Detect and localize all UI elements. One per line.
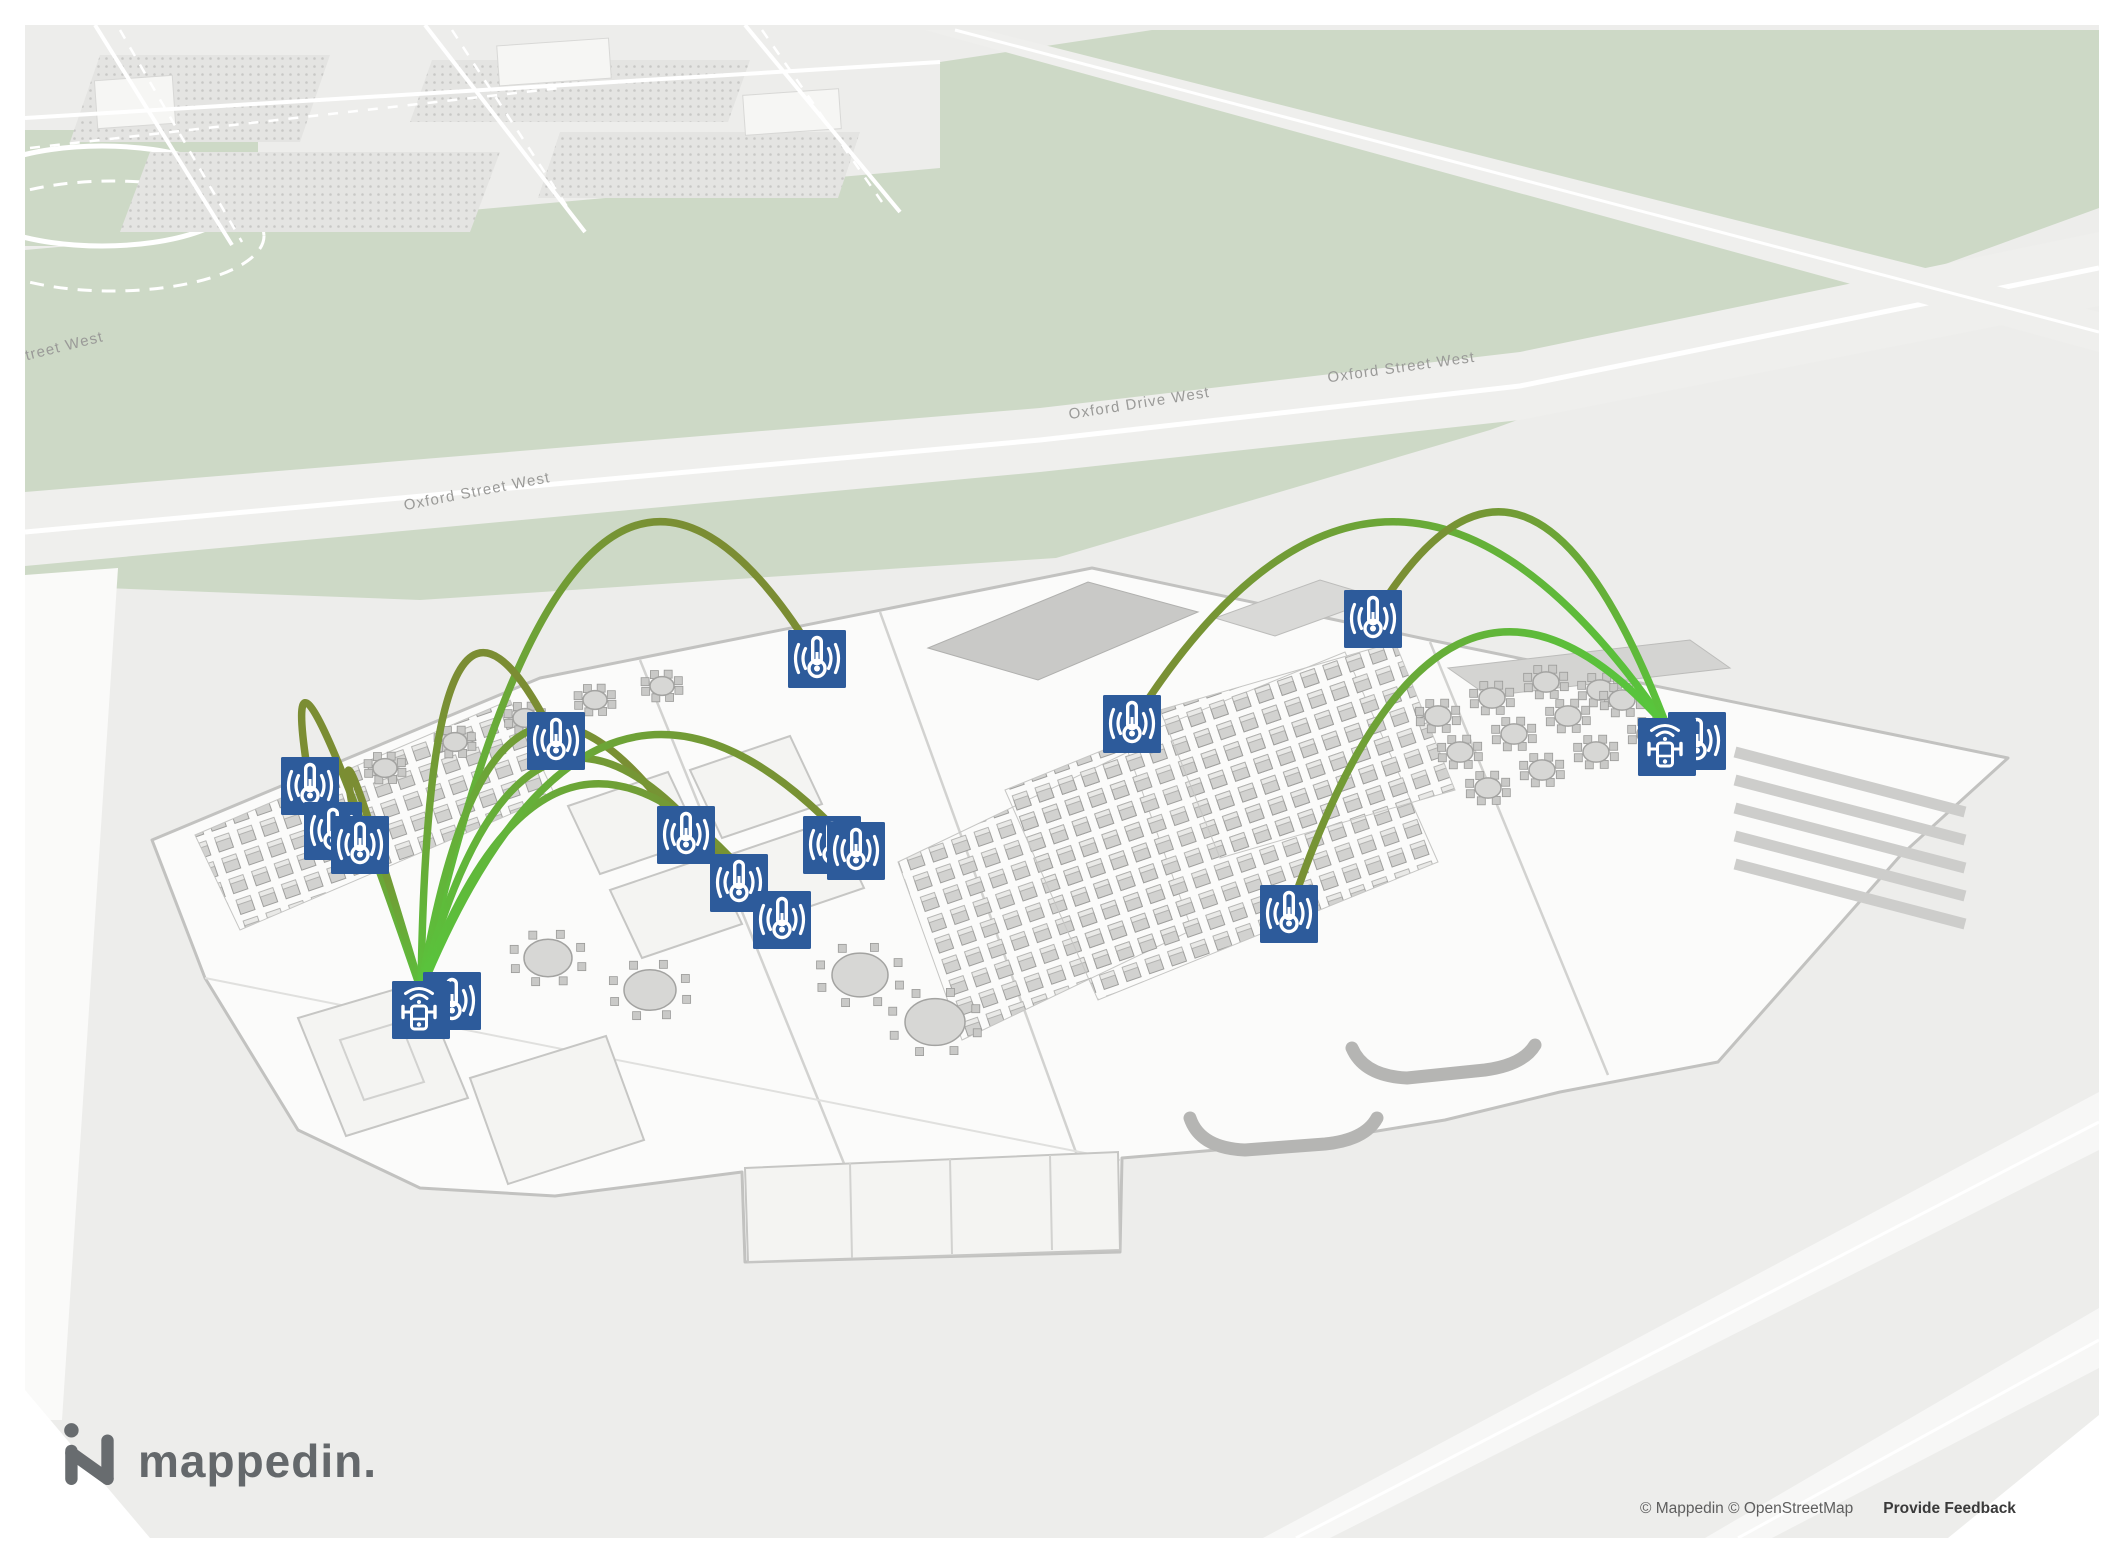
sensor-link-arc [1285,628,1671,918]
copyright-text: © Mappedin © OpenStreetMap [1640,1500,1854,1517]
sensor-link-arc [1128,518,1671,731]
gateway-icon[interactable] [392,981,450,1039]
mappedin-logo-text: mappedin. [138,1435,378,1487]
temperature-sensor-icon[interactable] [753,891,811,949]
mappedin-logo-icon [64,1423,114,1485]
temperature-sensor-icon[interactable] [1344,590,1402,648]
sensor-link-arc [297,699,425,994]
sensor-links [297,508,1671,994]
sensor-link-arc [417,730,860,994]
map-attribution: © Mappedin © OpenStreetMap Provide Feedb… [1640,1500,2016,1518]
temperature-sensor-icon[interactable] [657,806,715,864]
mappedin-logo[interactable]: mappedin. [58,1420,377,1486]
temperature-sensor-icon[interactable] [827,822,885,880]
temperature-sensor-icon[interactable] [331,816,389,874]
temperature-sensor-icon[interactable] [788,630,846,688]
temperature-sensor-icon[interactable] [1260,885,1318,943]
sensor-link-arc [344,766,425,994]
gateway-icon[interactable] [1638,718,1696,776]
temperature-sensor-icon[interactable] [1103,695,1161,753]
sensor-link-arc [417,648,560,994]
temperature-sensor-icon[interactable] [527,712,585,770]
sensor-link-arc [1369,508,1671,731]
provide-feedback-link[interactable]: Provide Feedback [1883,1500,2016,1517]
